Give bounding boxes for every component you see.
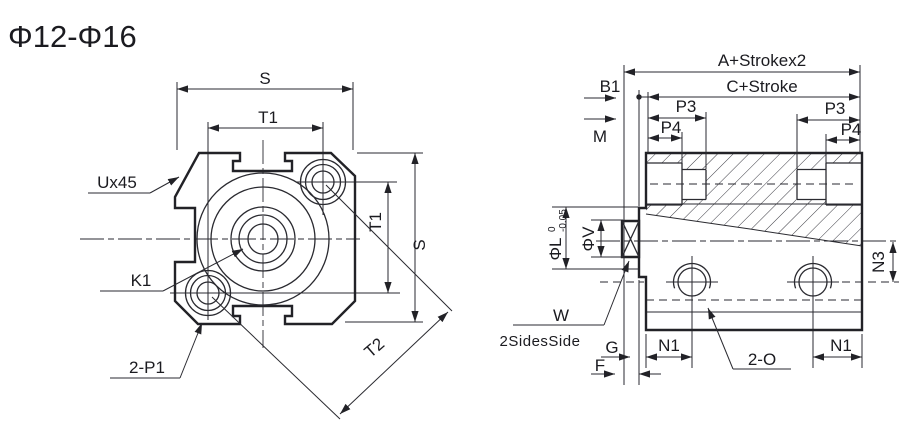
dim-label-phi-l: ΦL	[546, 237, 565, 260]
note-2sides-side: 2SidesSide	[500, 333, 581, 350]
section-break-line	[645, 213, 863, 247]
callout-b1: B1	[584, 77, 621, 102]
hatch-wedge	[646, 204, 862, 246]
dim-label-a-stroke: A+Strokex2	[718, 51, 806, 70]
dim-t1-horizontal: T1	[208, 108, 323, 132]
front-body-outline	[173, 151, 357, 326]
side-view: A+Strokex2 C+Stroke P3 P4 P3 P4	[500, 51, 899, 385]
dim-p4-right: P4	[826, 120, 862, 144]
dim-label-n1-right: N1	[830, 336, 852, 355]
dim-p3-right: P3	[797, 99, 860, 124]
label-b1: B1	[600, 77, 621, 96]
dim-phi-v: ΦV	[579, 219, 623, 258]
mounting-hole-top-right	[299, 158, 347, 206]
side-body-outline	[637, 151, 864, 332]
dim-a-stroke: A+Strokex2	[624, 51, 860, 76]
dim-label-p4-right: P4	[841, 120, 862, 139]
counterbore-left	[646, 162, 707, 206]
piston-rod-flats	[620, 219, 641, 259]
dim-label-p4-left: P4	[661, 118, 682, 137]
leader-ux45: Ux45	[88, 173, 180, 194]
label-w: W	[553, 306, 569, 325]
leader-k1: K1	[100, 248, 244, 292]
dim-label-g: G	[605, 338, 618, 357]
counterbore-right	[796, 162, 862, 206]
dim-s-vertical: S	[345, 152, 429, 323]
front-view: S T1 T1 S T2 Ux45	[80, 69, 453, 420]
dim-n1-left: N1	[646, 336, 692, 361]
dim-label-p3-left: P3	[676, 97, 697, 116]
dim-label-t1: T1	[258, 108, 278, 127]
dim-label-phi-v: ΦV	[579, 226, 598, 252]
dim-label-s: S	[259, 69, 270, 88]
phi-l-tolerance-lower: -0.05	[558, 209, 569, 232]
mounting-hole-bottom-left	[184, 269, 232, 317]
label-2o: 2-O	[748, 350, 776, 369]
phi-l-tolerance-upper: 0	[547, 226, 558, 232]
central-bore-circles	[196, 172, 330, 306]
dim-label-s-vertical: S	[410, 239, 429, 250]
dim-label-t1-vertical: T1	[366, 212, 385, 232]
label-m: M	[593, 127, 607, 146]
leader-w: W 2SidesSide	[500, 260, 630, 350]
dim-p4-left: P4	[648, 118, 682, 142]
dim-label-c-stroke: C+Stroke	[726, 77, 797, 96]
dim-c-stroke: C+Stroke	[636, 77, 860, 101]
dim-p3-left: P3	[648, 97, 706, 122]
dim-n1-right: N1	[813, 336, 862, 361]
callout-m: M	[584, 115, 616, 146]
leader-2p1: 2-P1	[110, 322, 203, 379]
port-left	[666, 256, 718, 368]
dim-t1-vertical: T1	[366, 182, 392, 293]
dim-label-n1-left: N1	[658, 336, 680, 355]
dim-label-n3: N3	[869, 251, 888, 273]
port-right	[787, 256, 839, 368]
dim-n3: N3	[869, 242, 897, 282]
dim-s-horizontal: S	[176, 69, 354, 150]
leader-label-ux45: Ux45	[97, 173, 137, 192]
leader-2o: 2-O	[707, 307, 791, 370]
hatch-top-band	[646, 153, 862, 204]
dim-g: G	[601, 338, 630, 361]
dim-label-f: F	[595, 356, 605, 375]
dim-label-p3-right: P3	[825, 99, 846, 118]
leader-label-2p1: 2-P1	[129, 358, 165, 377]
page-title: Φ12-Φ16	[8, 19, 137, 54]
leader-label-k1: K1	[131, 271, 152, 290]
dim-label-t2: T2	[361, 334, 388, 361]
dim-f: F	[591, 356, 661, 378]
